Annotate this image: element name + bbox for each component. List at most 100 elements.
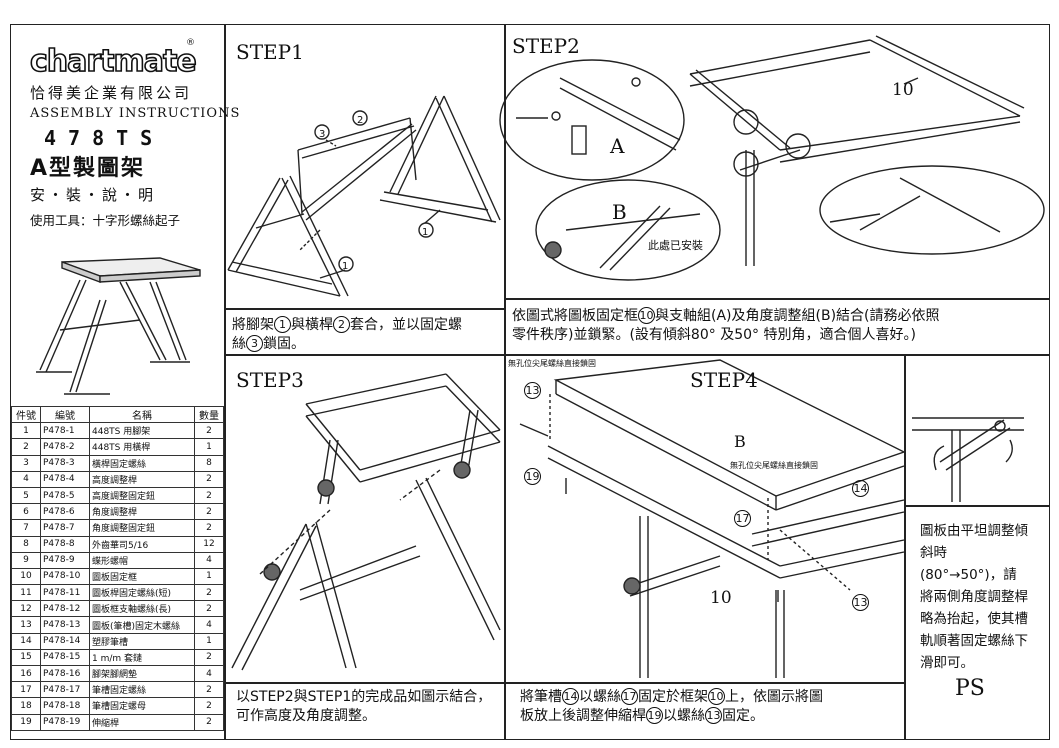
part-item-number: 9: [11, 551, 41, 569]
step4-illustration: [519, 359, 906, 678]
instruction-title: 安・裝・說・明: [30, 186, 157, 204]
step2-label-10: 10: [892, 80, 914, 100]
part-item-number: 1: [11, 422, 41, 440]
step4-callout-14: 14: [852, 480, 869, 499]
step4-caption-text: 板放上後調整伸縮桿: [520, 708, 646, 724]
part-code: P478-5: [40, 486, 90, 505]
part-quantity: 4: [194, 551, 224, 569]
part-name: 伸縮桿: [89, 713, 195, 731]
instruction-sheet: [10, 24, 1050, 740]
step1-illustration: [227, 95, 501, 297]
part-name: 角度調整桿: [89, 503, 195, 521]
part-code: P478-9: [40, 551, 90, 569]
assembled-stand-preview-icon: [36, 257, 201, 395]
step2-caption-text: 零件秩序)並鎖緊。(設有傾斜80° 及50° 特別角，適合個人喜好。): [512, 327, 916, 343]
part-quantity: 2: [194, 697, 224, 715]
part-name: 外齒華司5/16: [89, 535, 195, 553]
part-item-number: 10: [11, 567, 41, 586]
part-code: P478-19: [40, 713, 90, 731]
step4-caption-text: 以螺絲: [663, 708, 705, 724]
part-quantity: 2: [194, 470, 224, 488]
step4-caption-text: 上，依圖示將圖: [725, 689, 823, 705]
part-name: 橫桿固定螺絲: [89, 454, 195, 472]
step3-caption: 以STEP2與STEP1的完成品如圖示結合， 可作高度及角度調整。: [236, 688, 502, 726]
divider-step1-caption: [224, 308, 504, 310]
assembly-subtitle: ASSEMBLY INSTRUCTIONS: [30, 106, 241, 121]
part-code: P478-10: [40, 567, 90, 586]
step2-caption-text: 與支軸組(A)及角度調整組(B)結合(請務必依照: [655, 308, 940, 324]
parts-table-header: 件號 編號 名稱 數量: [11, 405, 224, 424]
step4-ref-14: 14: [562, 688, 579, 705]
part-code: P478-16: [40, 664, 90, 683]
step2-title: STEP2: [512, 34, 580, 58]
step1-caption-text: 將腳架: [232, 317, 274, 333]
part-quantity: 8: [194, 454, 224, 472]
part-item-number: 16: [11, 664, 41, 683]
divider-top-bottom: [224, 354, 1050, 356]
part-name: 蝶形螺帽: [89, 551, 195, 569]
part-name: 筆槽固定螺母: [89, 697, 195, 715]
registered-mark: ®: [186, 38, 195, 48]
part-name: 塑膠筆槽: [89, 632, 195, 650]
part-quantity: 2: [194, 584, 224, 602]
part-name: 高度調整桿: [89, 470, 195, 488]
step2-label-b: B: [612, 200, 627, 224]
part-item-number: 17: [11, 681, 41, 699]
part-item-number: 11: [11, 584, 41, 602]
step2-caption-text: 依圖式將圖板固定框: [512, 308, 638, 324]
step1-caption-text: 與橫桿: [291, 317, 333, 333]
step3-caption-text: 以STEP2與STEP1的完成品如圖示結合，: [236, 689, 492, 705]
step4-caption-text: 固定。: [722, 708, 764, 724]
step4-caption-text: 固定於框架: [638, 689, 708, 705]
step4-title: STEP4: [690, 368, 758, 392]
part-item-number: 3: [11, 454, 41, 472]
divider-step3-step4: [504, 354, 506, 740]
step1-ref-2: 2: [333, 316, 350, 333]
part-name: 448TS 用腳架: [89, 422, 195, 440]
ps-label: PS: [955, 676, 985, 701]
part-quantity: 2: [194, 519, 224, 537]
part-quantity: 1: [194, 632, 224, 650]
step4-callout-17: 17: [734, 510, 751, 529]
part-name: 高度調整固定鈕: [89, 486, 195, 505]
part-code: P478-14: [40, 632, 90, 650]
col-header-name: 名稱: [89, 405, 195, 424]
step2-illustration: [499, 35, 1045, 281]
step1-callout-1b: 1: [422, 227, 429, 238]
part-item-number: 7: [11, 519, 41, 537]
ps-instructions: 圖板由平坦調整傾斜時(80°→50°)，請將兩側角度調整桿略為抬起，使其槽軌順著…: [920, 523, 1028, 671]
part-quantity: 2: [194, 681, 224, 699]
part-quantity: 2: [194, 503, 224, 521]
step2-ref-10: 10: [638, 307, 655, 324]
part-name: 圖板固定框: [89, 567, 195, 586]
divider-step3-caption: [224, 682, 504, 684]
part-item-number: 8: [11, 535, 41, 553]
part-quantity: 2: [194, 648, 224, 667]
part-name: 角度調整固定鈕: [89, 519, 195, 537]
part-item-number: 5: [11, 486, 41, 505]
model-number: 478TS: [44, 126, 165, 150]
part-item-number: 4: [11, 470, 41, 488]
step4-ref-17: 17: [621, 688, 638, 705]
step1-title: STEP1: [236, 40, 304, 64]
part-code: P478-1: [40, 422, 90, 440]
part-name: 448TS 用橫桿: [89, 438, 195, 456]
step1-callout-2: 2: [357, 115, 364, 126]
